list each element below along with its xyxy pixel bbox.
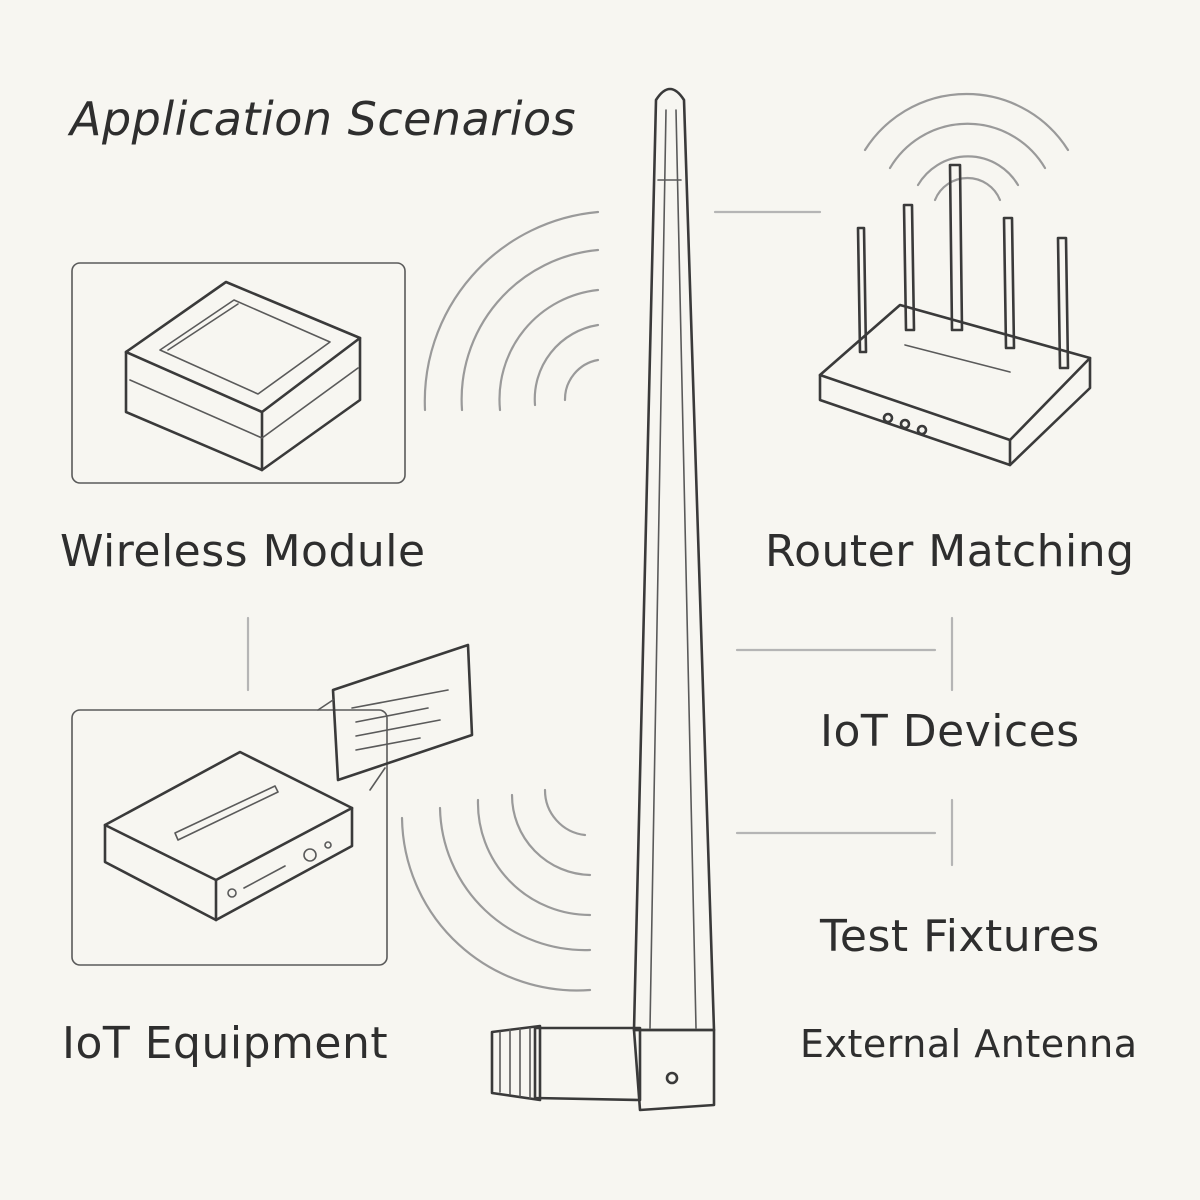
label-iot-equipment: IoT Equipment bbox=[62, 1018, 389, 1069]
page-title: Application Scenarios bbox=[70, 92, 577, 146]
iot-signal-waves-icon bbox=[400, 788, 592, 992]
router-icon bbox=[818, 92, 1092, 467]
info-card-icon bbox=[317, 643, 474, 791]
antenna-icon bbox=[490, 87, 716, 1112]
label-external-antenna: External Antenna bbox=[800, 1022, 1138, 1066]
signal-waves-icon bbox=[423, 210, 600, 412]
wireless-module-icon bbox=[71, 262, 406, 484]
label-wireless-module: Wireless Module bbox=[60, 526, 426, 577]
connector-lines bbox=[246, 210, 954, 867]
iot-equipment-icon bbox=[71, 709, 388, 966]
label-router-matching: Router Matching bbox=[765, 526, 1135, 577]
label-iot-devices: IoT Devices bbox=[820, 706, 1080, 757]
label-test-fixtures: Test Fixtures bbox=[820, 911, 1100, 962]
